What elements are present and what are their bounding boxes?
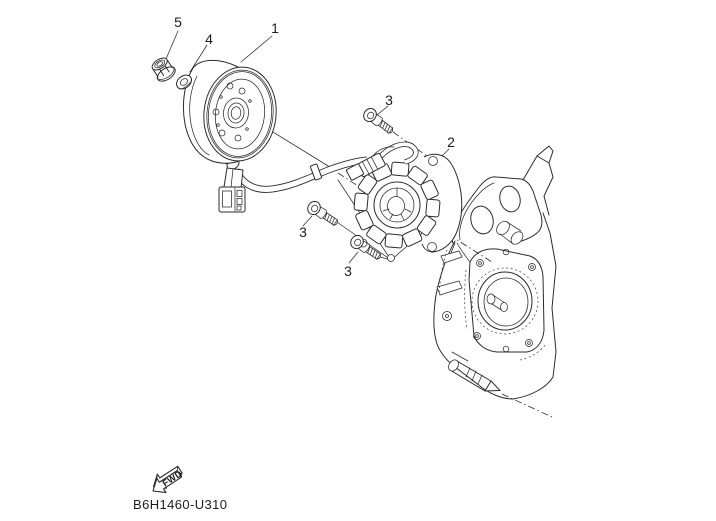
callout-3-middle: 3 [299, 224, 307, 240]
crankcase-drawing [433, 145, 557, 418]
stator-assembly-drawing [346, 141, 463, 262]
wire-harness-drawing [218, 156, 368, 213]
stator-coils [353, 161, 441, 249]
gasket-bolt-holes [473, 248, 536, 353]
callout-1: 1 [271, 20, 279, 36]
flange-nut-drawing [151, 57, 176, 82]
generator-rotor-drawing [182, 59, 277, 164]
bolt-top-drawing [360, 105, 397, 138]
callout-5: 5 [174, 14, 182, 30]
callout-2: 2 [447, 134, 455, 150]
harness-clamp [309, 163, 323, 181]
callout-3-bottom: 3 [344, 263, 352, 279]
callout-3-top: 3 [385, 92, 393, 108]
drawing-code: B6H1460-U310 [133, 497, 227, 512]
fwd-arrow-icon: FWD [152, 465, 184, 494]
stator-grommet-base [346, 163, 364, 181]
connector-drawing [218, 186, 246, 213]
bolt-middle-drawing [304, 198, 342, 230]
callout-labels: 1 2 3 3 3 4 5 [174, 14, 455, 279]
washer-drawing [176, 74, 193, 90]
rotor-face-holes [212, 82, 252, 142]
callout-4: 4 [205, 31, 213, 47]
